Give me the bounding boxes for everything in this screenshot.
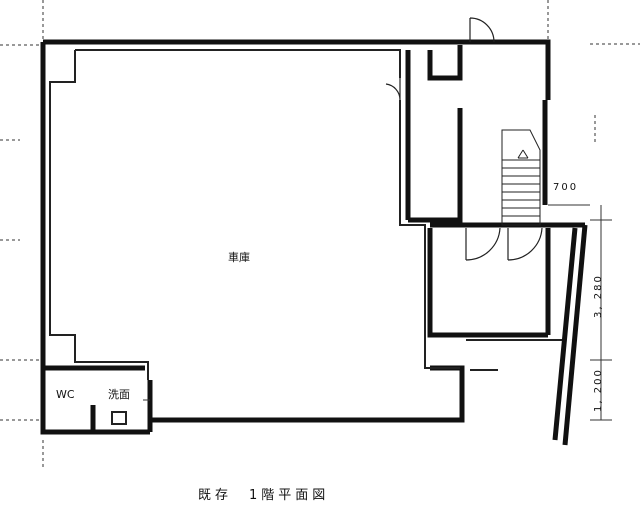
dimension-1200: 1, 200 — [593, 368, 604, 412]
door-swing-icon — [507, 227, 543, 261]
doors — [385, 17, 543, 261]
dimension-700: 700 — [553, 182, 578, 193]
washbasin-icon — [111, 411, 127, 425]
dimension-3280: 3, 280 — [593, 274, 604, 318]
wc-label: WC — [56, 388, 75, 401]
door-swing-icon — [465, 227, 501, 261]
garage-walls — [49, 49, 460, 380]
outer-walls — [40, 39, 551, 435]
grid-lines — [0, 0, 640, 470]
washroom-label: 洗面 — [108, 388, 130, 401]
door-swing-icon — [469, 17, 495, 43]
dimension-lines — [548, 204, 612, 421]
wc-block — [43, 365, 153, 432]
door-swing-icon — [385, 78, 401, 101]
garage-label: 車庫 — [228, 250, 250, 264]
right-section-walls — [427, 45, 588, 446]
plan-caption: 既存 1階平面図 — [198, 488, 329, 503]
stairs-icon — [501, 129, 541, 226]
